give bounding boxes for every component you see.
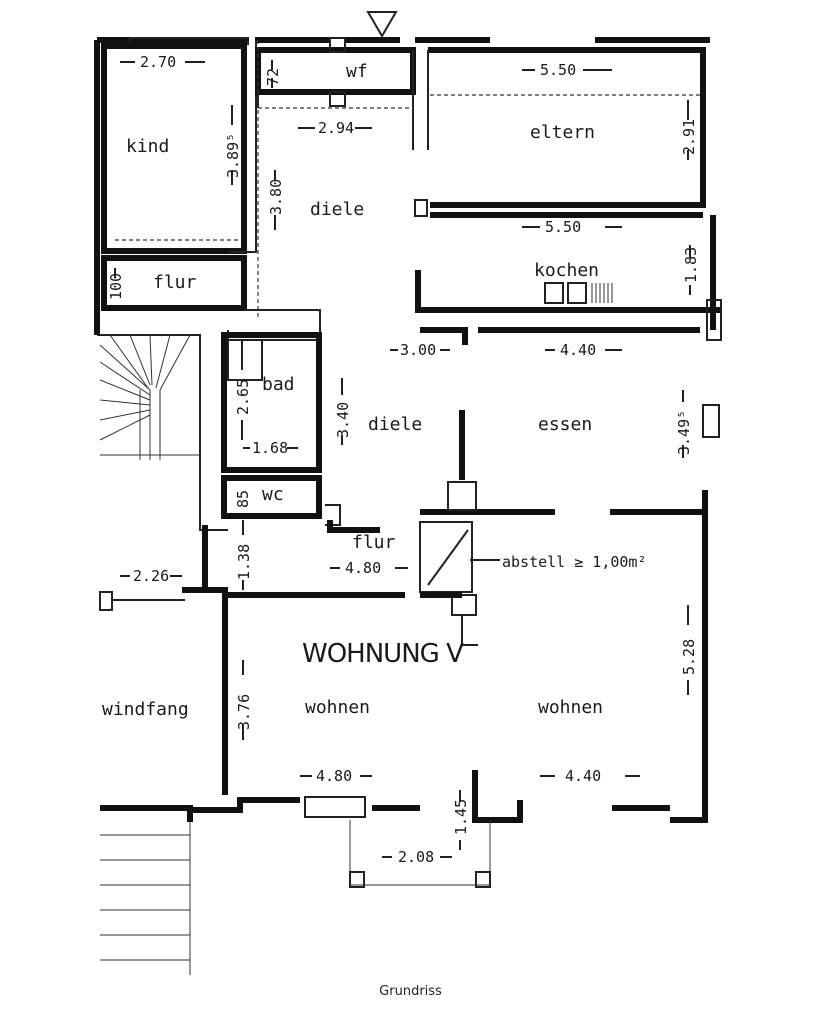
dim-bad-depth: 2.65 [234,379,252,415]
dim-diele-width: 2.94 [318,119,354,137]
walls [94,11,722,975]
room-label-diele-top: diele [310,199,364,220]
dim-diele-depth: 3.80 [267,179,285,215]
room-label-wohnen-right: wohnen [538,697,603,718]
dim-essen-depth: 3.49⁵ [675,410,693,455]
dim-wohnen-width-left: 4.80 [316,767,352,785]
dim-diele-mid-depth: 3.40 [334,402,352,438]
dim-wf-depth: 72 [264,68,282,86]
kitchen-fixtures [544,282,613,304]
room-label-eltern: eltern [530,122,595,143]
dim-kind-width: 2.70 [140,53,176,71]
room-label-kind: kind [126,136,169,157]
room-label-kochen: kochen [534,260,599,281]
room-label-wohnen-left: wohnen [305,697,370,718]
room-label-flur-left: flur [153,272,197,293]
room-label-abstell: abstell ≥ 1,00m² [502,553,647,571]
dim-diele-mid-width: 3.00 [400,341,436,359]
dim-wohnen-width-right: 4.40 [565,767,601,785]
room-label-flur-mid: flur [352,532,396,553]
room-label-diele-mid: diele [368,414,422,435]
dim-flur-depth: 100 [107,273,125,300]
dim-eltern-depth: 2.91 [680,119,698,155]
dim-windfang-width: 2.26 [133,567,169,585]
dim-balcony-depth: 1.45 [452,799,470,835]
dim-bad-width: 1.68 [252,439,288,457]
dim-balcony-width: 2.08 [398,848,434,866]
staircase [99,334,200,460]
room-label-essen: essen [538,414,592,435]
dim-wc-depth: 85 [234,490,252,508]
dim-wohnen-depth-right: 5.28 [680,639,698,675]
dimension-lines [114,60,691,858]
dim-essen-width: 4.40 [560,341,596,359]
dim-wohnen-depth-left: 3.76 [235,694,253,730]
unit-title: WOHNUNG V [302,639,464,669]
room-label-windfang: windfang [102,699,189,720]
dim-flur-mid-width: 4.80 [345,559,381,577]
room-label-bad: bad [262,374,295,395]
dim-kind-depth: 3.89⁵ [224,133,242,178]
guide-lines [115,40,703,320]
room-label-wc: wc [262,484,284,505]
dim-kochen-width: 5.50 [545,218,581,236]
room-label-wf: wf [346,61,368,82]
dim-kochen-depth: 1.83 [682,247,700,283]
caption: Grundriss [379,984,442,999]
dim-flur-mid-depth: 1.38 [235,544,253,580]
dim-eltern-width: 5.50 [540,61,576,79]
